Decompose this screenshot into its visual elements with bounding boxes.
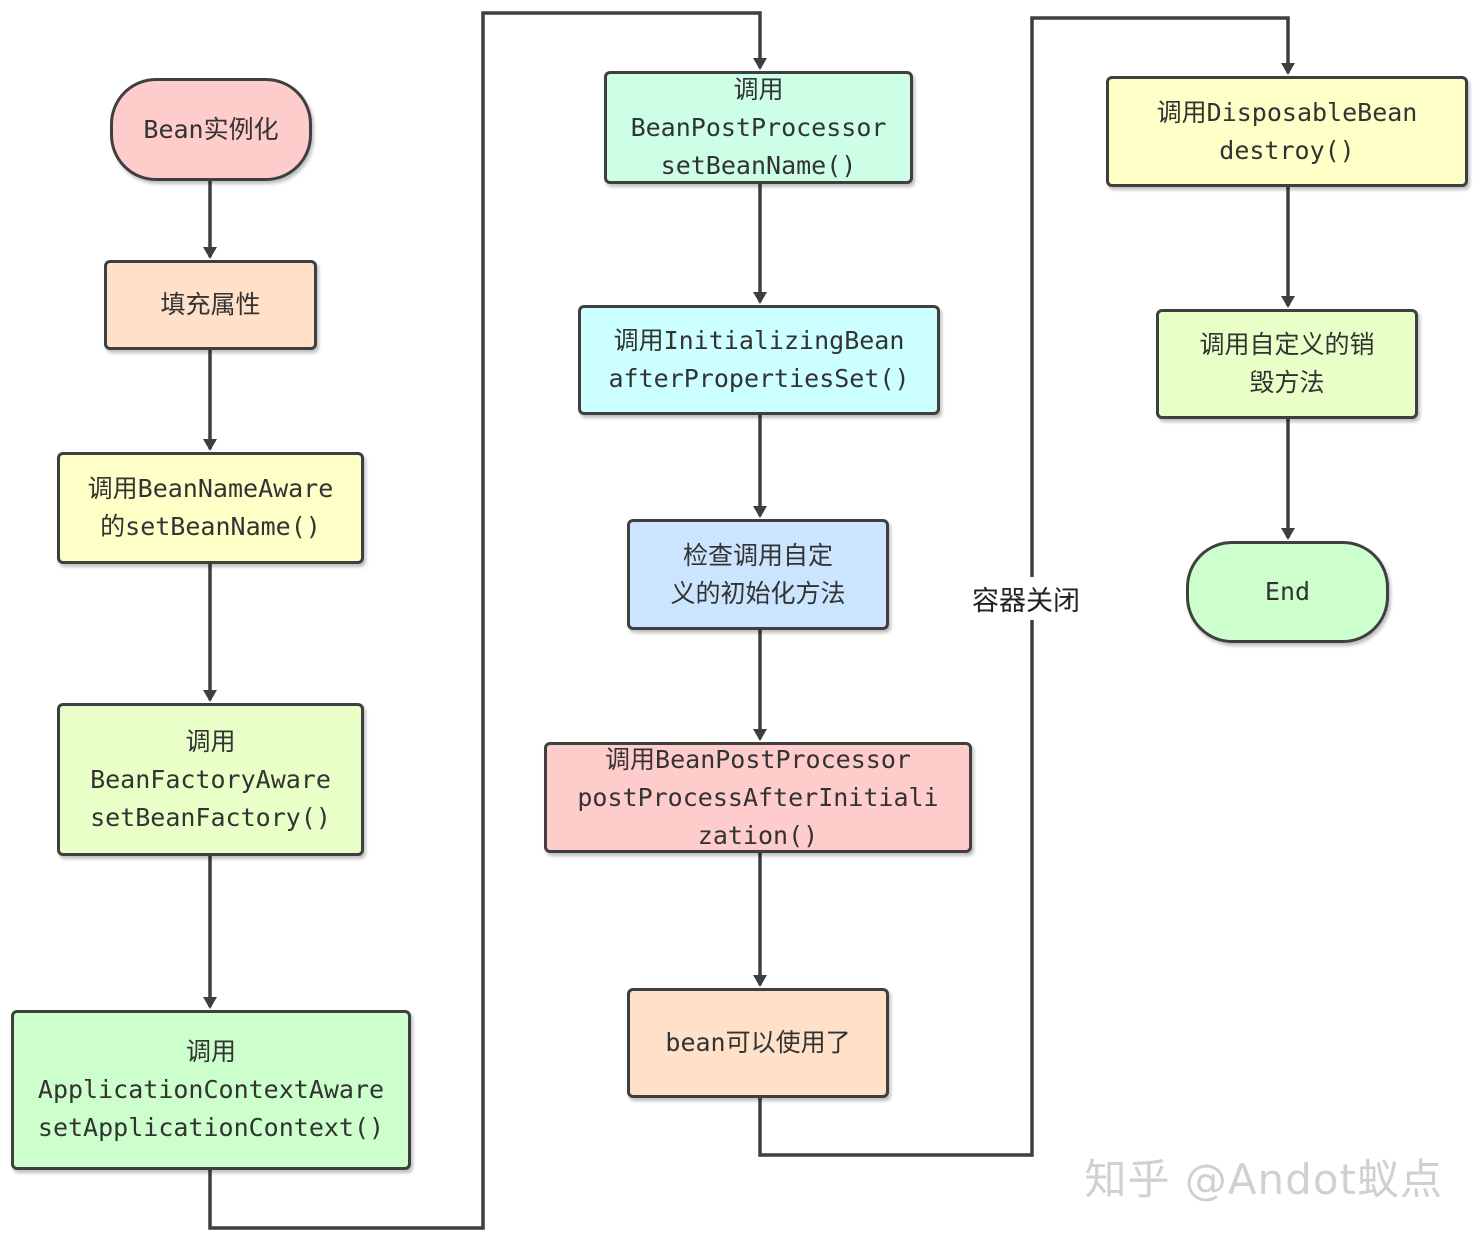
node-end: End [1186, 541, 1389, 643]
node-disposable-bean: 调用DisposableBean destroy() [1106, 76, 1468, 187]
node-custom-init-method: 检查调用自定 义的初始化方法 [627, 519, 889, 630]
node-initializing-bean: 调用InitializingBean afterPropertiesSet() [578, 305, 940, 415]
node-bean-instantiate: Bean实例化 [110, 78, 312, 181]
node-bpp-after: 调用BeanPostProcessor postProcessAfterInit… [544, 742, 972, 853]
node-custom-destroy-method: 调用自定义的销 毁方法 [1156, 309, 1418, 419]
node-populate-properties: 填充属性 [104, 260, 317, 350]
watermark: 知乎 @Andot蚁点 [1084, 1155, 1443, 1204]
edge-contextaware-to-bppbefore [208, 11, 767, 1230]
node-bean-name-aware: 调用BeanNameAware 的setBeanName() [57, 452, 364, 564]
node-bean-factory-aware: 调用 BeanFactoryAware setBeanFactory() [57, 703, 364, 856]
edge-label-container-close: 容器关闭 [968, 577, 1084, 620]
node-application-context-aware: 调用 ApplicationContextAware setApplicatio… [11, 1010, 411, 1170]
node-bpp-before: 调用 BeanPostProcessor setBeanName() [604, 71, 913, 184]
node-bean-ready: bean可以使用了 [627, 988, 889, 1098]
